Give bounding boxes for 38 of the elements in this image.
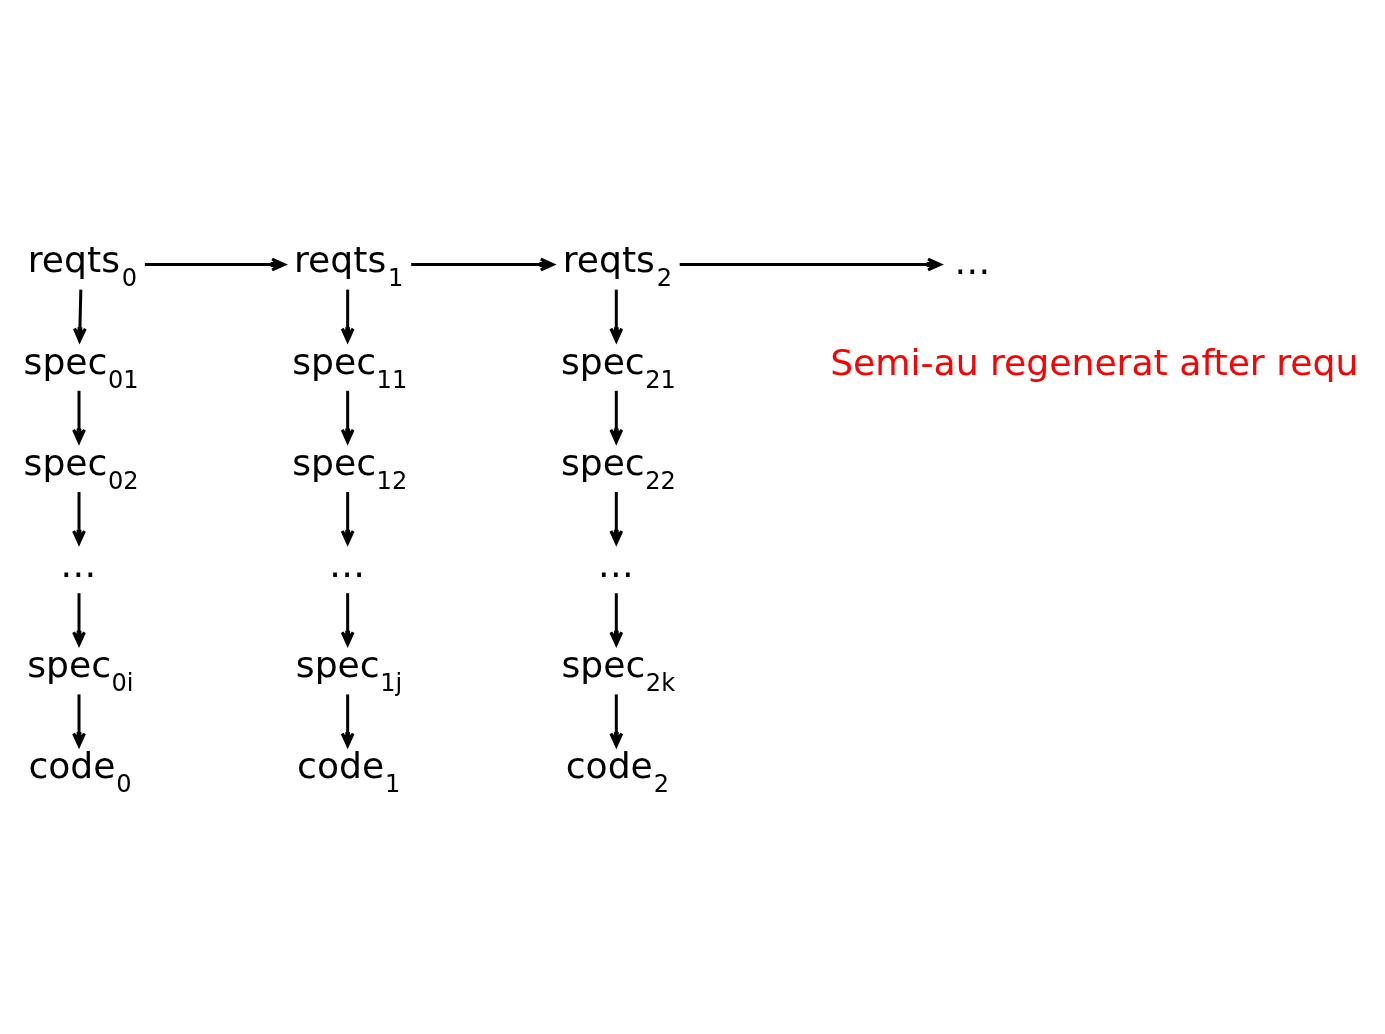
node-text: spec$_{12}$ [292, 440, 408, 495]
arrow [144, 257, 286, 271]
node-text: spec$_{21}$ [560, 339, 676, 394]
node-text: … [328, 542, 366, 586]
node-text: … [60, 542, 97, 586]
arrow [609, 491, 624, 545]
label: Semi-au regenerat after requ [830, 340, 1359, 384]
arrow [340, 693, 355, 747]
node-text: spec$_{02}$ [23, 440, 139, 495]
arrow [340, 592, 355, 646]
node-text: spec$_{22}$ [560, 440, 676, 495]
arrow [72, 390, 86, 443]
arrow [72, 592, 86, 646]
node-text: code$_{2}$ [565, 743, 669, 798]
node-text: … [954, 239, 991, 283]
node-text: spec$_{2k}$ [561, 642, 676, 697]
arrow [411, 257, 555, 271]
arrow [72, 693, 86, 747]
arrow [340, 491, 355, 545]
arrow [609, 592, 624, 646]
node-text: … [597, 542, 634, 586]
arrow [679, 257, 942, 271]
arrow [340, 289, 355, 342]
arrow [609, 289, 624, 342]
node-text: reqts$_{2}$ [562, 237, 672, 292]
arrow [609, 390, 624, 443]
node-text: spec$_{0i}$ [27, 642, 134, 697]
arrow [72, 491, 86, 545]
arrow [340, 390, 355, 443]
node-text: spec$_{11}$ [292, 339, 408, 394]
arrow [72, 289, 87, 342]
node-text: spec$_{1j}$ [295, 642, 403, 697]
arrow [609, 693, 624, 747]
node-text: reqts$_{1}$ [294, 237, 404, 292]
node-text: spec$_{01}$ [23, 339, 139, 394]
node-text: code$_{1}$ [297, 743, 401, 798]
node-text: reqts$_{0}$ [27, 237, 138, 292]
node-text: code$_{0}$ [28, 743, 132, 798]
